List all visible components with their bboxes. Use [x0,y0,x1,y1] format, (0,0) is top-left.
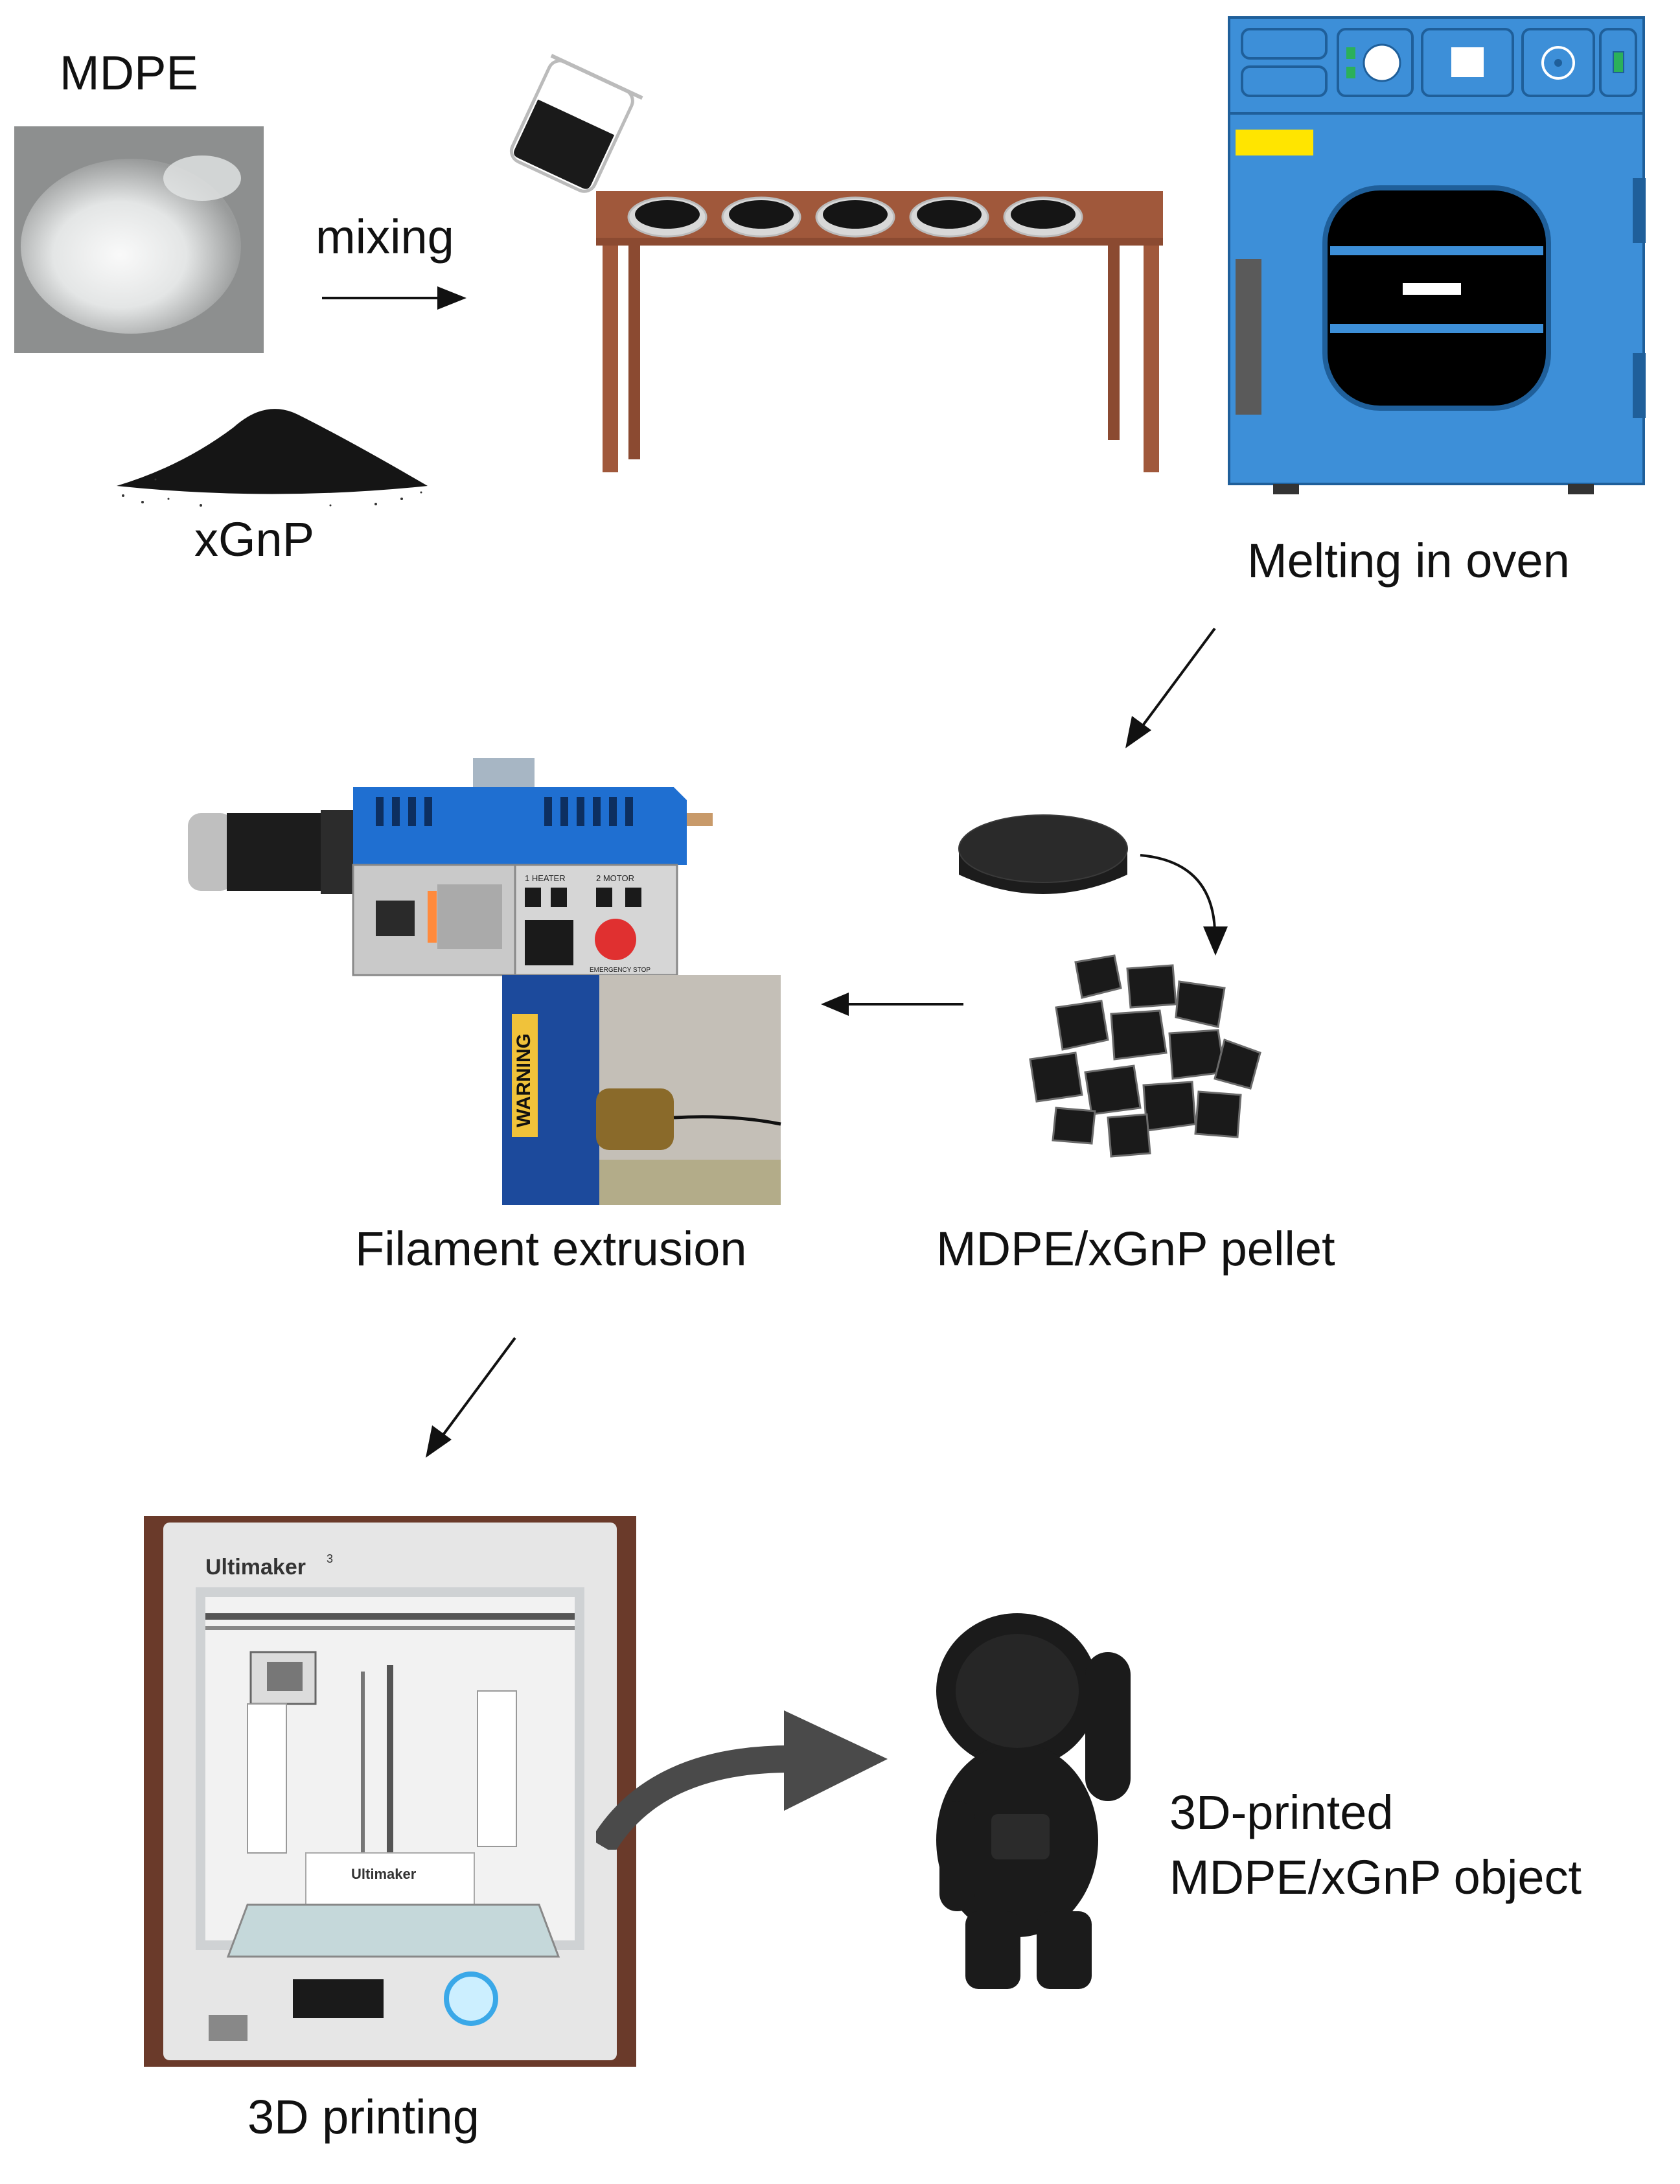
mixing-arrow [321,279,470,317]
object-label-line2: MDPE/xGnP object [1169,1850,1582,1904]
arrow-pellet-to-extruder [820,985,965,1024]
mdpe-powder-image [14,126,264,353]
extruder-stop-text: EMERGENCY STOP [590,967,650,974]
filament-extruder-image: 1 HEATER 2 MOTOR EMERGENCY STOP WARNING [181,752,790,1205]
3d-printed-object-image [907,1607,1147,1995]
object-label-line1: 3D-printed [1169,1786,1394,1839]
petri-dishes [627,196,1083,238]
oven-illustration [1228,16,1655,499]
pellet-disc-image [956,813,1131,910]
extruder-warning-text: WARNING [513,1033,535,1127]
beaker-icon [492,45,654,201]
filament-extrusion-label: Filament extrusion [355,1222,747,1276]
printing-label: 3D printing [247,2090,479,2144]
arrow-disc-to-pellets [1137,845,1241,962]
extruder-motor-text: 2 MOTOR [596,873,634,883]
arrow-printer-to-object [596,1688,894,1850]
mdpe-label: MDPE [60,46,198,100]
arrow-extruder-to-printer [418,1335,522,1464]
mixing-label: mixing [316,210,454,264]
printer-plate-brand-text: Ultimaker [351,1866,417,1882]
printer-brand-text: Ultimaker [205,1555,306,1580]
pellet-chips-image [1017,949,1270,1163]
xgnp-label: xGnP [194,512,315,566]
3d-printer-image: Ultimaker 3 Ultimaker [144,1516,636,2067]
arrow-oven-to-pellet [1118,625,1221,755]
pellet-label: MDPE/xGnP pellet [936,1222,1335,1276]
xgnp-powder-image [104,389,441,512]
melting-label: Melting in oven [1247,534,1570,588]
extruder-heater-text: 1 HEATER [525,873,566,883]
table-with-dishes [596,191,1163,476]
printer-model-sup: 3 [327,1552,333,1565]
